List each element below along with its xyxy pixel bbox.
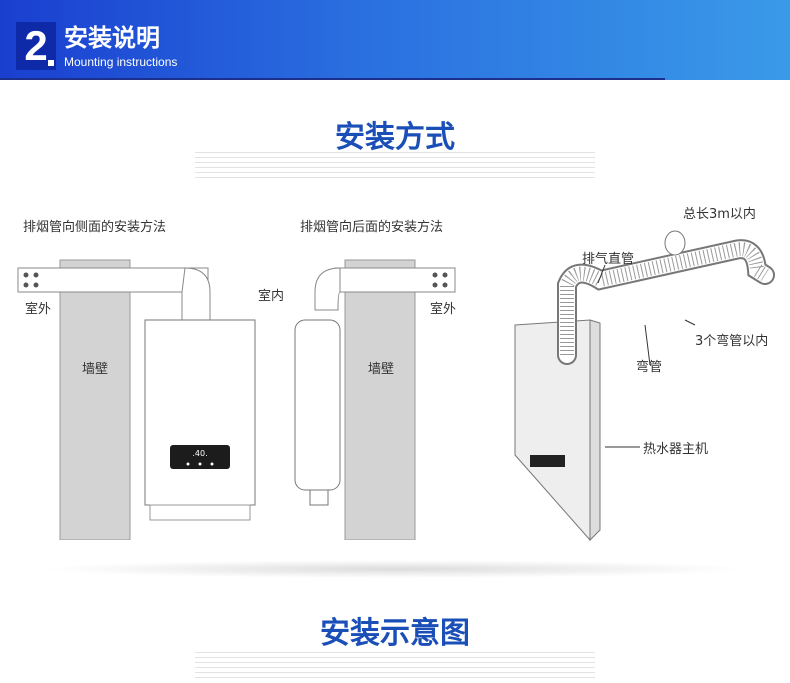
exhaust-pipe <box>17 267 209 293</box>
wall <box>59 259 131 540</box>
pipe-elbow <box>181 267 211 321</box>
pipe-vent-hole <box>442 272 448 278</box>
heater-unit-label: 热水器主机 <box>643 442 709 457</box>
install-method-heading: 安装方式 <box>335 120 455 155</box>
water-heater-base <box>149 504 251 521</box>
pipe-vent-hole <box>23 282 29 288</box>
flexible-pipe-inner <box>559 241 773 363</box>
wall-label-left: 墙壁 <box>82 362 109 377</box>
heater-fitting <box>309 489 329 506</box>
outdoor-label-right: 室外 <box>430 302 457 317</box>
header-underline <box>0 78 665 80</box>
water-heater-side <box>294 319 341 491</box>
elbow-limit-label: 3个弯管以内 <box>695 334 769 349</box>
total-length-label: 总长3m以内 <box>683 207 756 222</box>
section-title: 安装说明 <box>64 24 160 52</box>
pipe-vent-hole <box>432 282 438 288</box>
header-banner <box>0 0 790 80</box>
elbow-limit-pointer <box>684 319 696 326</box>
pipe-elbow <box>314 267 341 311</box>
side-install-caption: 排烟管向侧面的安装方法 <box>23 220 167 235</box>
straight-pipe-pointer <box>597 264 606 284</box>
straight-pipe-label: 排气直管 <box>582 252 635 267</box>
heater-side-face <box>514 319 591 542</box>
rear-install-diagram <box>294 259 456 540</box>
elbow-pointer <box>644 324 651 366</box>
fine-print-block <box>195 152 595 178</box>
pipe-vent-hole <box>33 272 39 278</box>
section-separator <box>40 560 750 578</box>
section-subtitle: Mounting instructions <box>64 55 178 69</box>
elbow-label: 弯管 <box>636 360 663 375</box>
heater-panel <box>530 455 565 467</box>
wall-label-right: 墙壁 <box>368 362 395 377</box>
install-diagram-heading: 安装示意图 <box>320 616 470 651</box>
wall <box>344 259 416 540</box>
pipe-vent-hole <box>23 272 29 278</box>
panel-button <box>210 462 214 466</box>
pipe-vent-hole <box>432 272 438 278</box>
panel-button <box>186 462 190 466</box>
water-heater-body <box>144 319 256 506</box>
pipe-vent-hole <box>33 282 39 288</box>
badge-dot <box>48 60 54 66</box>
heater-edge <box>589 319 601 542</box>
outdoor-label-left: 室外 <box>25 302 52 317</box>
pipe-vent-hole <box>442 282 448 288</box>
control-panel <box>170 445 230 469</box>
panel-button <box>198 462 202 466</box>
indoor-label: 室内 <box>258 289 285 304</box>
rear-install-caption: 排烟管向后面的安装方法 <box>300 220 444 235</box>
pipe-end <box>664 230 686 256</box>
perspective-diagram <box>514 230 775 542</box>
side-install-diagram: .40. <box>17 259 256 540</box>
fine-print-block-2 <box>195 652 595 678</box>
panel-readout: .40. <box>192 449 207 458</box>
exhaust-pipe <box>334 267 456 293</box>
